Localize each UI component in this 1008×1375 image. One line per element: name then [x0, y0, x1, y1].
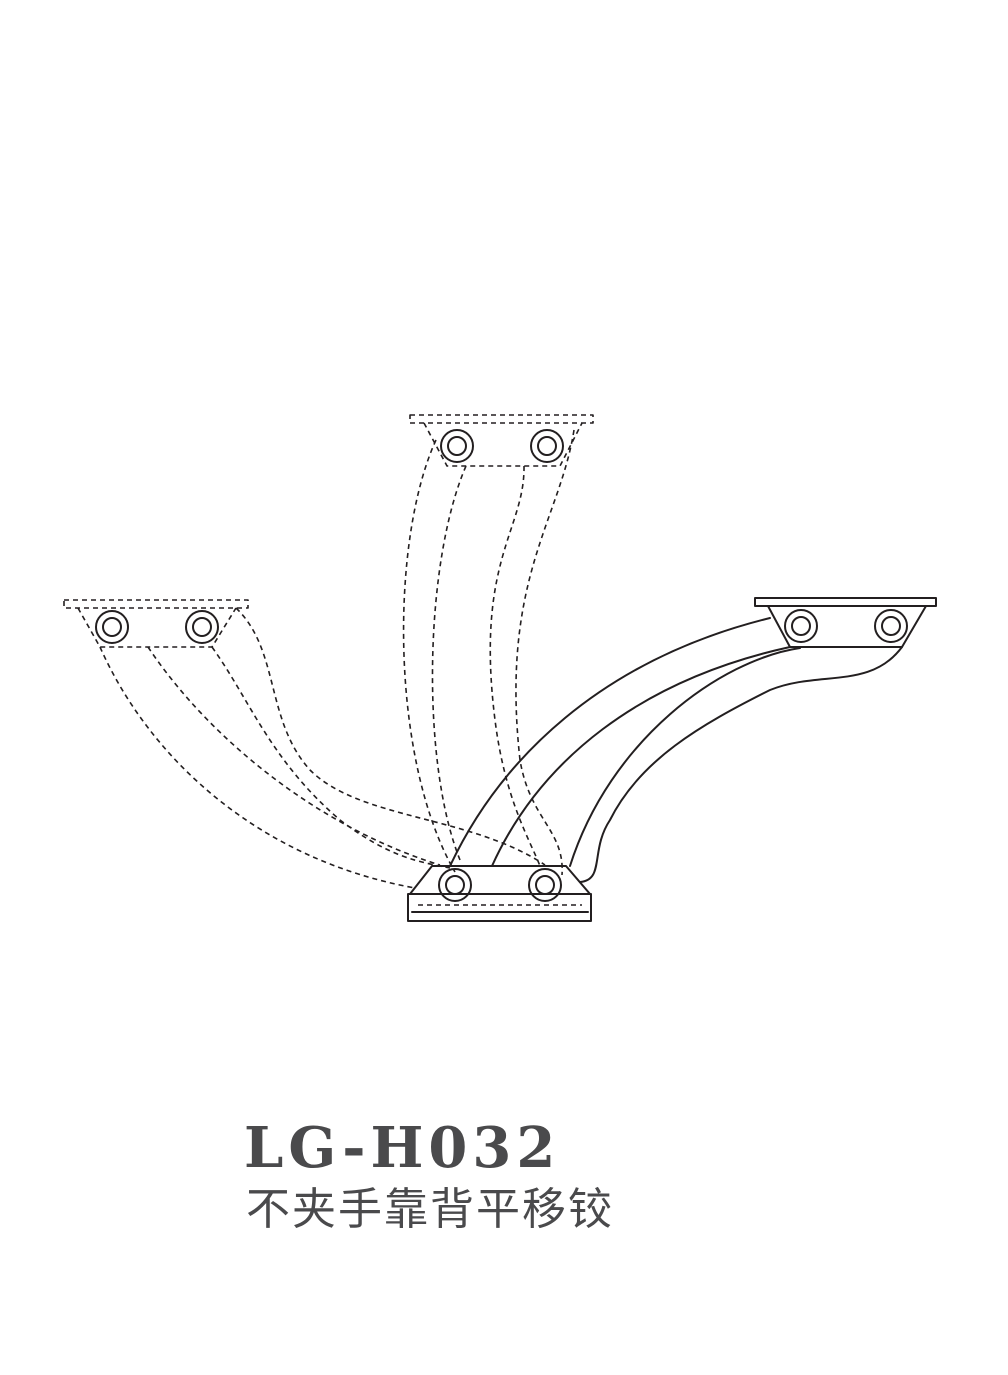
right-bolt-2 — [874, 609, 908, 643]
right-arm-lower-right — [579, 646, 903, 883]
right-arm-upper — [449, 617, 771, 867]
right-top-plate — [754, 597, 937, 607]
base-bolt-1 — [438, 868, 472, 902]
base-bolt-2 — [528, 868, 562, 902]
base-plate-body — [407, 893, 592, 922]
left-top-plate — [63, 599, 249, 609]
right-bolt-1 — [784, 609, 818, 643]
right-arm-middle — [491, 646, 791, 867]
right-arm-lower-left — [569, 647, 801, 867]
hinge-position-left-dashed — [63, 599, 546, 889]
left-arm-upper — [235, 607, 546, 866]
top-bolt-2 — [530, 429, 564, 463]
left-arm-inner — [211, 646, 451, 869]
left-plate-bracket — [77, 607, 237, 648]
left-bolt-1 — [95, 610, 129, 644]
left-bolt-2 — [185, 610, 219, 644]
top-arm-outer-right — [515, 429, 575, 876]
top-bolt-1 — [440, 429, 474, 463]
base-bracket — [409, 865, 591, 895]
hinge-position-right-solid — [449, 597, 937, 883]
base-plate — [407, 865, 592, 922]
left-arm-middle — [147, 646, 441, 866]
left-arm-lower — [99, 646, 416, 889]
model-number: LG-H032 — [244, 1115, 561, 1181]
top-arm-inner-right — [489, 465, 541, 867]
top-arm-inner-left — [431, 465, 467, 861]
product-description: 不夹手靠背平移铰 — [246, 1184, 614, 1235]
top-arm-outer — [402, 439, 456, 873]
hinge-position-top-dashed — [402, 414, 594, 876]
top-top-plate — [409, 414, 594, 424]
right-plate-bracket — [767, 605, 927, 648]
